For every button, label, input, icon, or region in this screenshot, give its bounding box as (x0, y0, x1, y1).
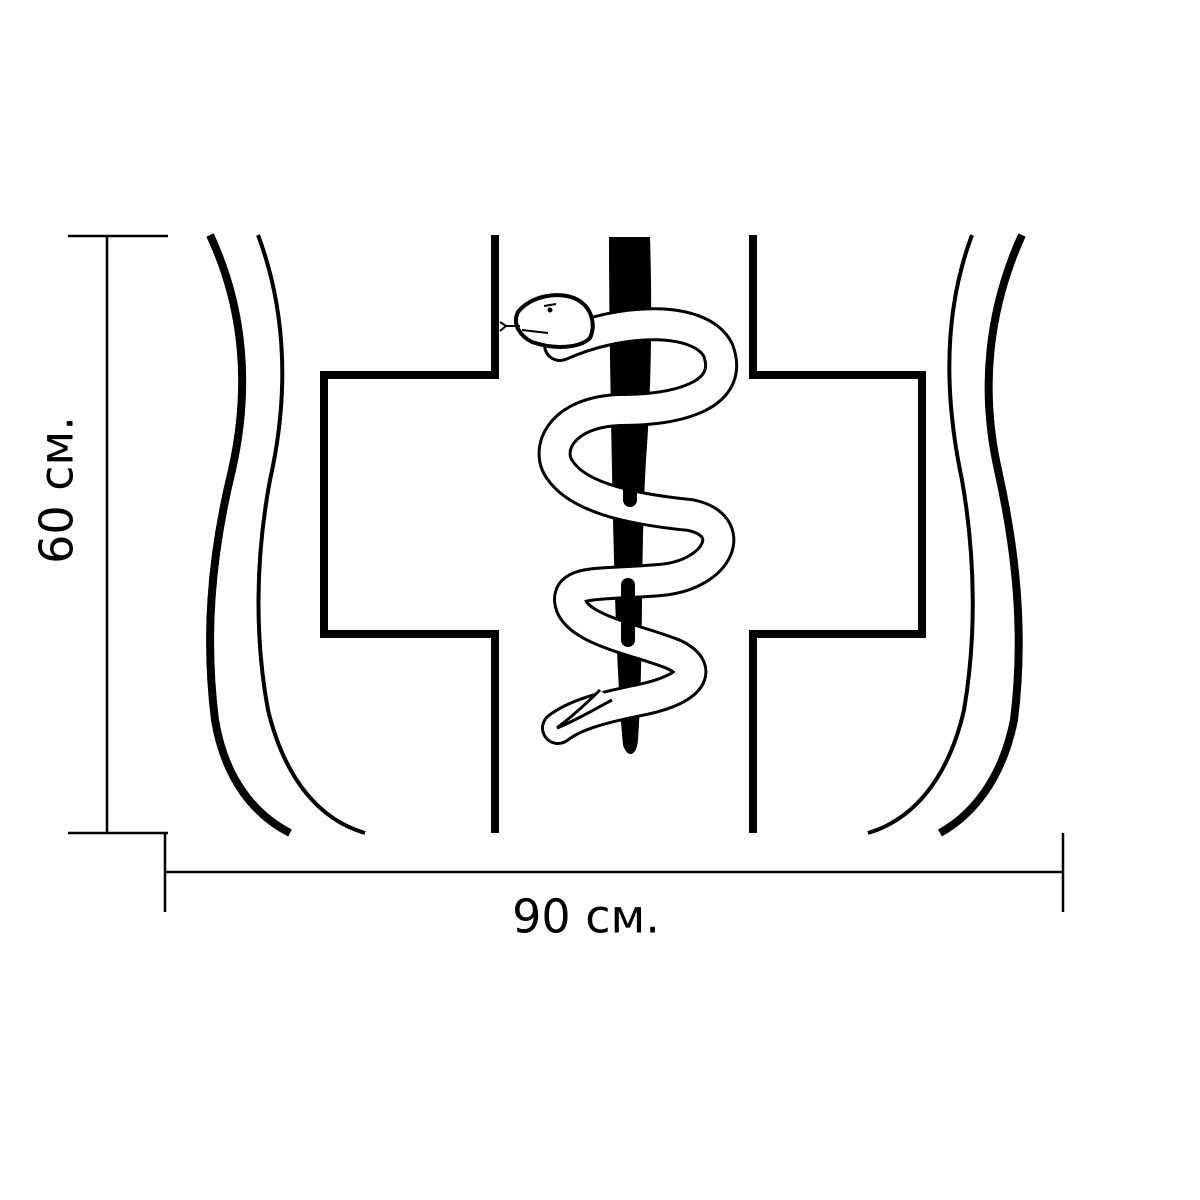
snake-tail (556, 688, 613, 730)
medical-cross-icon (320, 235, 926, 833)
snake-eye (547, 307, 553, 313)
snake-head (499, 293, 595, 349)
snake-tongue (499, 321, 520, 332)
snake-brow (543, 303, 557, 307)
right-inner-curve (867, 234, 975, 835)
snake-body (537, 307, 738, 745)
right-outer-curve (938, 233, 1026, 837)
height-dimension (68, 234, 168, 835)
height-label: 60 см. (30, 416, 84, 564)
width-label: 90 см. (512, 890, 660, 944)
rod-of-asclepius-icon (499, 237, 738, 755)
snake-mouth (521, 329, 549, 334)
artwork-panel (206, 233, 1026, 837)
left-outer-curve (206, 233, 292, 837)
width-dimension (163, 833, 1065, 912)
left-inner-curve (256, 234, 366, 835)
